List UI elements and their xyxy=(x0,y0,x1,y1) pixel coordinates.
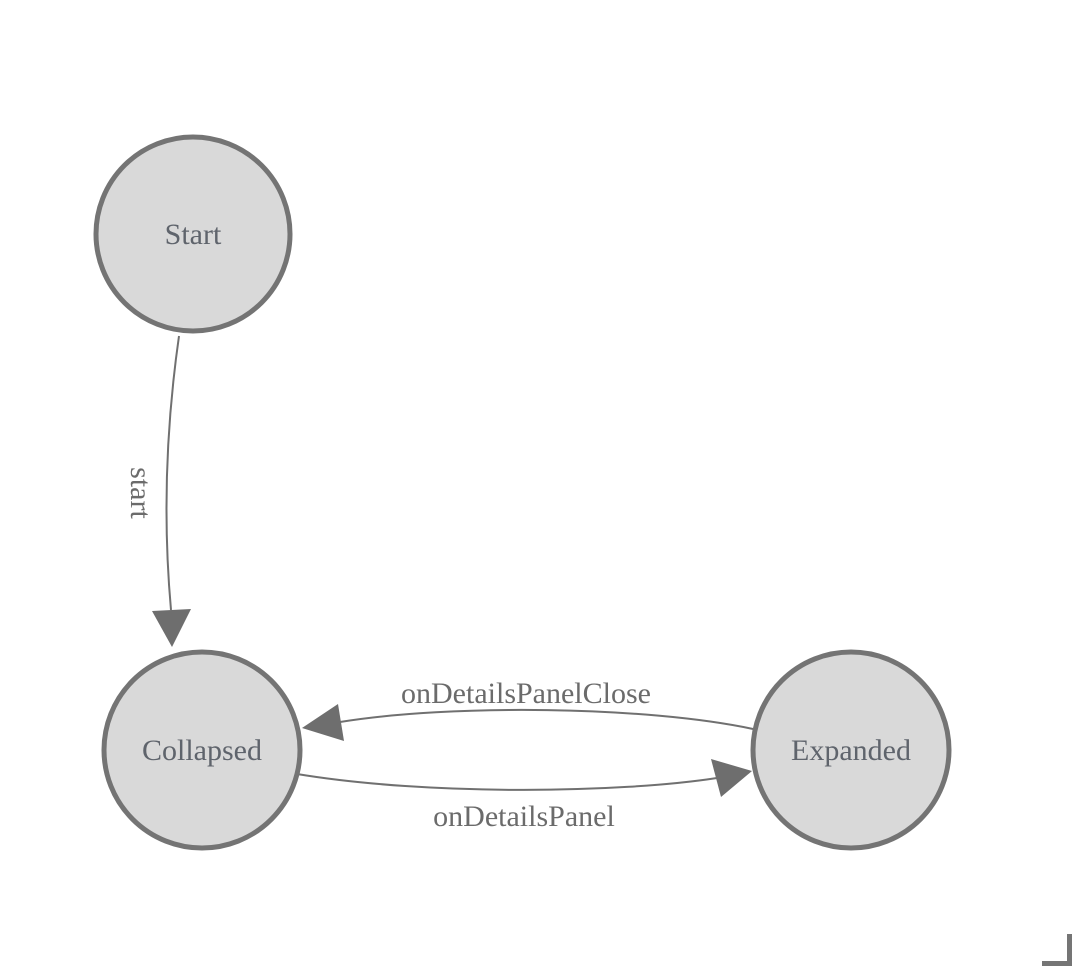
edge-label-ondetailspanelclose: onDetailsPanelClose xyxy=(401,677,651,710)
state-node-start[interactable]: Start xyxy=(93,134,293,334)
expanded-node-label: Expanded xyxy=(791,734,911,767)
state-node-expanded[interactable]: Expanded xyxy=(750,649,952,851)
arrowhead-into-collapsed-from-expanded xyxy=(302,704,344,741)
expanded-node-circle[interactable] xyxy=(750,649,952,851)
frame-corner-vertical xyxy=(1067,934,1072,966)
edge-start-to-collapsed: start xyxy=(124,335,191,647)
edge-label-ondetailspanel: onDetailsPanel xyxy=(433,800,615,833)
start-node-circle[interactable] xyxy=(93,134,293,334)
arrowhead-into-expanded xyxy=(711,759,752,797)
edge-start-line xyxy=(165,335,180,611)
edge-ondetailspanel-line xyxy=(296,773,718,791)
edge-collapsed-to-expanded: onDetailsPanel xyxy=(296,759,752,833)
arrowhead-into-collapsed-from-start xyxy=(152,609,191,647)
start-node-label: Start xyxy=(165,218,222,251)
edge-ondetailspanelclose-line xyxy=(339,708,754,730)
collapsed-node-circle[interactable] xyxy=(101,649,303,851)
state-node-collapsed[interactable]: Collapsed xyxy=(101,649,303,851)
frame-corner-mark xyxy=(1042,934,1072,966)
frame-corner-horizontal xyxy=(1042,961,1072,966)
edge-expanded-to-collapsed: onDetailsPanelClose xyxy=(302,677,754,741)
edge-label-start: start xyxy=(124,467,157,519)
collapsed-node-label: Collapsed xyxy=(142,734,262,767)
